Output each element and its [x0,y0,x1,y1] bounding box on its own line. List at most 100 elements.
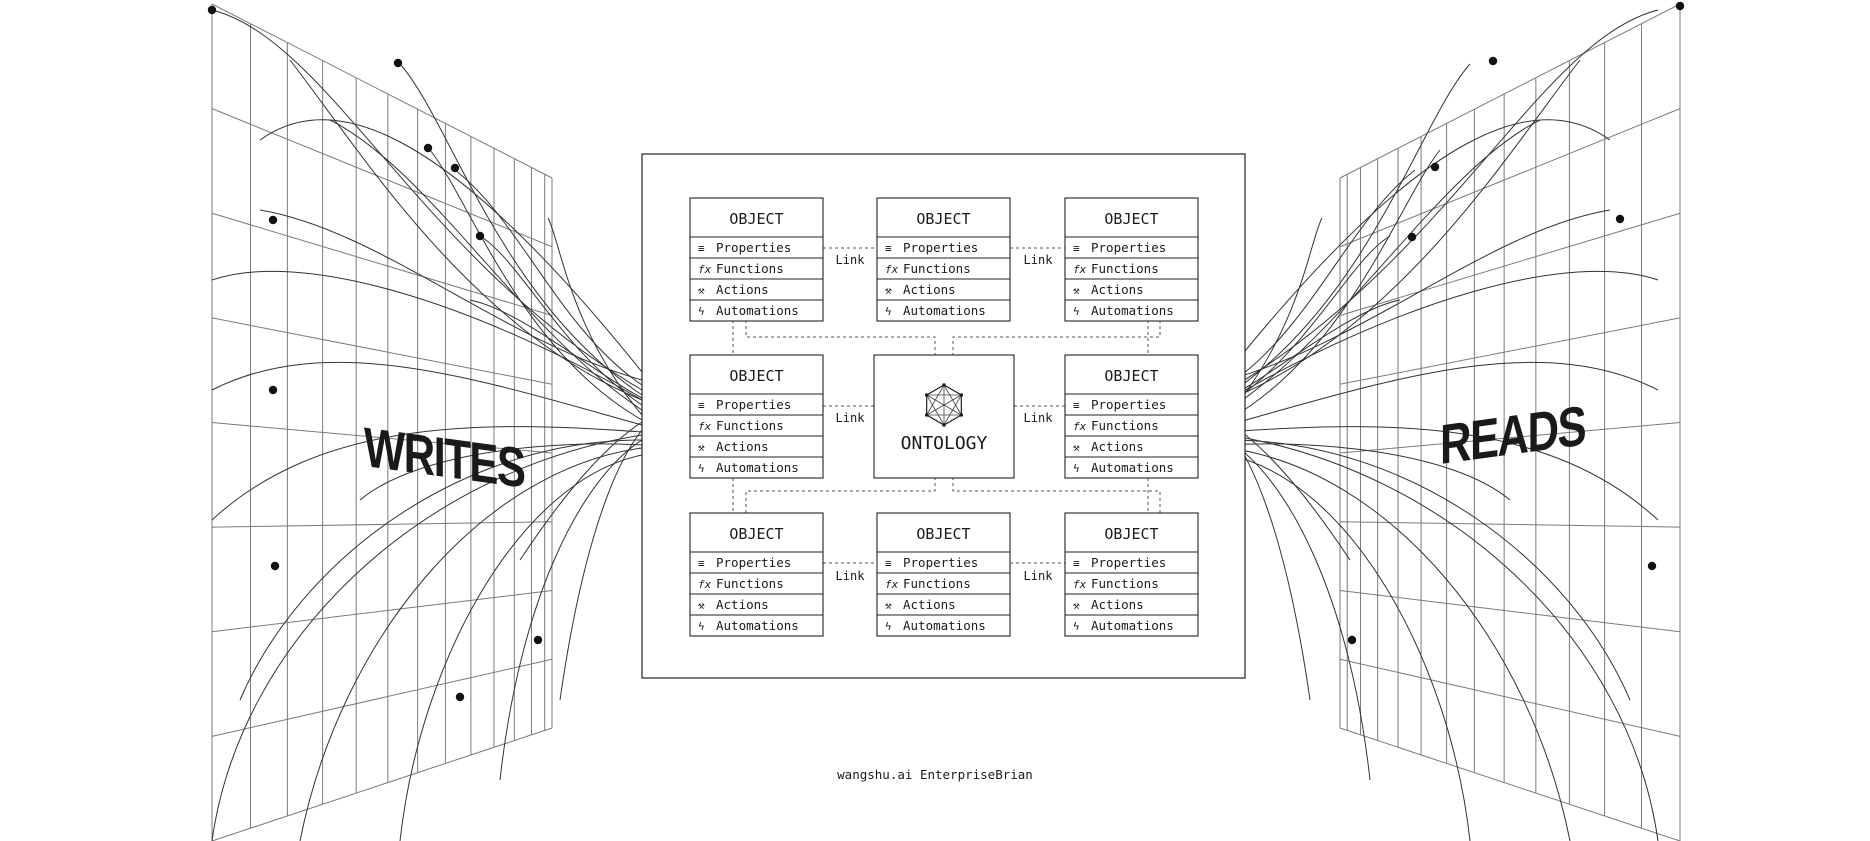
writes-flow-curve [239,439,643,701]
ontology-node: ONTOLOGY [873,354,1015,479]
writes-flow-curve [259,119,643,373]
object-row-automations: Automations [716,303,799,318]
hammer-icon: ⚒ [698,284,705,297]
reads-node-dot [1647,561,1657,571]
writes-flow-curve [289,59,643,401]
dashed-link-line [745,320,936,355]
reads-flow-curve [1227,169,1416,386]
reads-flow-curve [1227,119,1611,373]
bolt-icon: ϟ [1073,305,1080,318]
writes-flow-curve [479,235,643,406]
dashed-link-line [952,478,1161,513]
writes-flow-curve [454,169,643,386]
writes-grid-row [211,108,553,248]
reads-node-dot [1488,56,1498,66]
hexagon-vertex [924,413,929,417]
reads-flow-curve [1227,209,1611,381]
link-label: Link [836,569,866,583]
network-hexagon-icon [924,383,964,427]
object-row-automations: Automations [1091,618,1174,633]
bolt-icon: ϟ [698,305,705,318]
writes-grid-row [211,590,553,633]
lines-icon: ≡ [698,557,705,570]
object-row-actions: Actions [716,597,769,612]
writes-flow-curve [429,149,643,421]
reads-flow-curve [1227,426,1659,521]
writes-grid-row [211,727,553,841]
link-label: Link [836,253,866,267]
bolt-icon: ϟ [885,620,892,633]
object-row-functions: Functions [1091,261,1159,276]
writes-flow-curve [259,209,643,381]
object-title: OBJECT [729,367,783,385]
writes-flow-curve [499,439,643,781]
object-row-actions: Actions [716,439,769,454]
reads-flow-curve [1227,361,1659,426]
writes-flow-curve [211,361,643,426]
object-title: OBJECT [729,210,783,228]
object-row-actions: Actions [903,597,956,612]
reads-flow-curve [1227,149,1441,421]
reads-flow-curve [1227,59,1581,401]
writes-node-dot [270,561,280,571]
object-row-functions: Functions [903,576,971,591]
writes-grid-panel [211,3,553,841]
object-row-functions: Functions [903,261,971,276]
fx-icon: fx [698,263,712,276]
writes-flow-curve [211,426,643,521]
object-title: OBJECT [916,210,970,228]
hammer-icon: ⚒ [698,599,705,612]
bolt-icon: ϟ [1073,462,1080,475]
link-connectors [732,247,1161,564]
dashed-link-line [952,320,1161,355]
lines-icon: ≡ [698,399,705,412]
hammer-icon: ⚒ [885,284,892,297]
writes-flow-curve [469,299,643,399]
lines-icon: ≡ [885,242,892,255]
ontology-label: ONTOLOGY [901,433,988,454]
reads-flow-curve [1227,447,1571,841]
fx-icon: fx [1073,263,1087,276]
reads-grid-row [1339,521,1681,528]
hammer-icon: ⚒ [885,599,892,612]
writes-grid-row [211,658,553,737]
hexagon-vertex [942,383,946,387]
fx-icon: fx [698,578,712,591]
object-row-properties: Properties [903,555,978,570]
object-row-actions: Actions [1091,439,1144,454]
object-title: OBJECT [1104,525,1158,543]
reads-node-dot [1615,214,1625,224]
object-row-functions: Functions [716,261,784,276]
reads-flow-curve [1227,454,1471,841]
link-label: Link [836,411,866,425]
lines-icon: ≡ [1073,242,1080,255]
writes-node-dot [268,385,278,395]
bolt-icon: ϟ [698,462,705,475]
reads-flow-curve [1227,9,1659,391]
object-row-automations: Automations [716,460,799,475]
hexagon-vertex [942,423,946,427]
reads-grid-row [1339,590,1681,633]
lines-icon: ≡ [885,557,892,570]
hexagon-edge [926,394,962,416]
object-row-functions: Functions [1091,418,1159,433]
dashed-link-line [745,478,936,513]
writes-grid-row [211,521,553,528]
reads-flow-curve [1227,421,1351,561]
lines-icon: ≡ [698,242,705,255]
object-row-functions: Functions [716,576,784,591]
reads-grid-row [1339,212,1681,316]
writes-flow-curve [211,270,643,401]
reads-flow-curve [1227,439,1631,701]
reads-grid-row [1339,3,1681,179]
hexagon-edge [926,384,945,416]
flow-curves [207,1,1685,841]
reads-flow-curve [1227,439,1371,781]
reads-flow-curve [1227,235,1391,406]
object-row-properties: Properties [716,555,791,570]
